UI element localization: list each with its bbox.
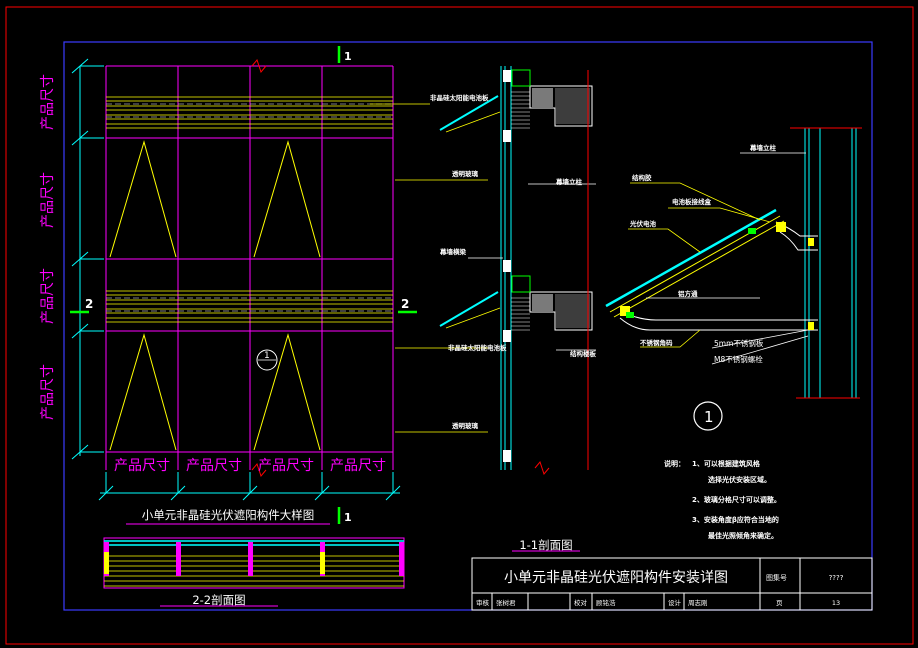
dim-label-v3: 产品尺寸: [40, 268, 56, 324]
tb-review-label: 审核: [476, 598, 490, 607]
note-2: 2、玻璃分格尺寸可以调整。: [692, 495, 781, 504]
callout-glass-upper: 透明玻璃: [452, 169, 479, 178]
tb-check-name: 顾铭浩: [596, 598, 616, 607]
section-2-2: [103, 537, 405, 607]
tb-page-label: 页: [776, 599, 783, 607]
dim-label-h4: 产品尺寸: [330, 458, 386, 474]
section-mark-top: 1: [344, 50, 352, 63]
dim-label-v1: 产品尺寸: [40, 74, 56, 130]
tb-design-label: 设计: [668, 598, 682, 607]
tb-design-name: 周志刚: [688, 598, 708, 607]
note-3b: 最佳光照倾角来确定。: [708, 531, 778, 540]
callout-sealant: 结构胶: [632, 173, 652, 182]
outer-frame: [5, 6, 914, 645]
tb-review-name: 张树君: [496, 598, 516, 607]
callout-glass-lower: 透明玻璃: [452, 421, 479, 430]
section-1-1: [439, 66, 596, 552]
dim-label-h1: 产品尺寸: [114, 458, 170, 474]
dim-label-h3: 产品尺寸: [258, 458, 314, 474]
drawing-title: 小单元非晶硅光伏遮阳构件安装详图: [504, 570, 728, 586]
dim-label-v4: 产品尺寸: [40, 364, 56, 420]
tb-check-label: 校对: [574, 598, 588, 607]
callout-post: 幕墙立柱: [749, 143, 777, 152]
callout-cable: 电池板接线盒: [672, 197, 712, 206]
note-3a: 3、安装角度β应符合当地的: [692, 515, 779, 524]
callout-pv-panel: 非晶硅太阳能电池板: [430, 93, 489, 102]
side-mark-left: 2: [85, 297, 93, 311]
elevation-view: [70, 46, 488, 525]
section-mark-bottom: 1: [344, 511, 352, 524]
callout-pv-panel-2: 非晶硅太阳能电池板: [448, 343, 507, 352]
drawing-no-label: 图集号: [766, 573, 787, 582]
callout-curtain-beam: 幕墙横梁: [439, 247, 467, 256]
detail-1: [605, 127, 862, 431]
elevation-caption: 小单元非晶硅光伏遮阳构件大样图: [142, 508, 315, 522]
callout-steel-plate: 5mm不锈钢板: [714, 338, 764, 348]
detail-bubble-1: 1: [704, 408, 714, 426]
dim-label-v2: 产品尺寸: [40, 172, 56, 228]
tb-page-value: 13: [832, 599, 840, 607]
callout-steel-bracket: 不锈钢角码: [640, 338, 673, 347]
section-1-1-caption: 1-1剖面图: [519, 538, 572, 552]
inner-frame: [63, 41, 873, 611]
detail-bubble-elevation: 1: [264, 351, 270, 361]
callout-curtain-post: 幕墙立柱: [555, 177, 583, 186]
section-2-2-caption: 2-2剖面图: [192, 593, 245, 607]
callout-aluminum: 铝方通: [678, 289, 698, 298]
side-mark-right: 2: [401, 297, 409, 311]
note-1b: 选择光伏安装区域。: [708, 475, 771, 484]
callout-pv-module: 光伏电池: [629, 219, 657, 228]
note-1a: 1、可以根据建筑风格: [692, 459, 761, 468]
dim-label-h2: 产品尺寸: [186, 458, 242, 474]
callout-structure-slab: 结构楼板: [570, 349, 597, 358]
drawing-no-value: ????: [829, 574, 844, 582]
notes-heading: 说明：: [664, 459, 685, 468]
callout-bolt: M8不锈钢螺栓: [714, 354, 763, 364]
title-block: [471, 557, 873, 611]
